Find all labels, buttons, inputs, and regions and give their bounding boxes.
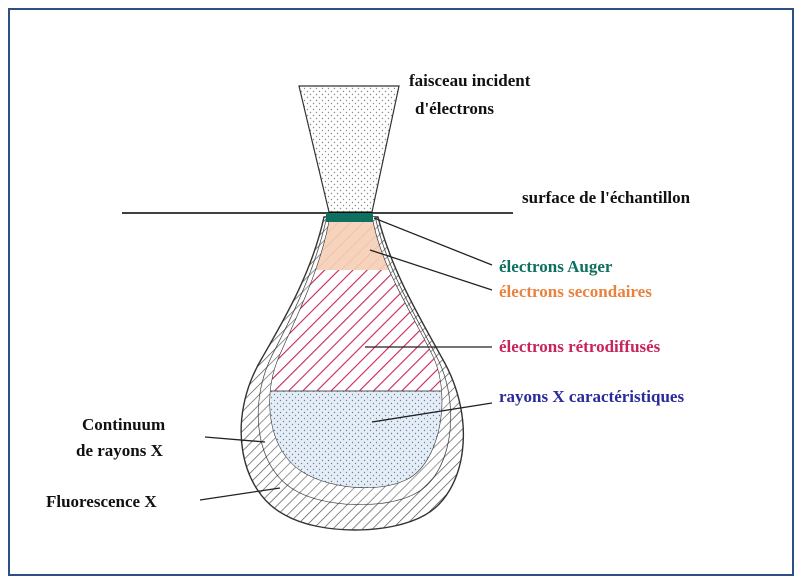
fluorescence-label: Fluorescence X xyxy=(46,492,157,511)
continuum-label-line2: de rayons X xyxy=(76,441,164,460)
secondary-label: électrons secondaires xyxy=(499,282,652,301)
backscattered-label: électrons rétrodiffusés xyxy=(499,337,661,356)
electron-beam xyxy=(299,86,399,212)
auger-label: électrons Auger xyxy=(499,257,613,276)
beam-label-line1: faisceau incident xyxy=(409,71,531,90)
characteristic-label: rayons X caractéristiques xyxy=(499,387,684,406)
beam-label-line2: d'électrons xyxy=(415,99,494,118)
auger-electrons-zone xyxy=(326,213,373,222)
continuum-label-line1: Continuum xyxy=(82,415,165,434)
surface-label: surface de l'échantillon xyxy=(522,188,691,207)
secondary-electrons-zone xyxy=(250,222,470,270)
